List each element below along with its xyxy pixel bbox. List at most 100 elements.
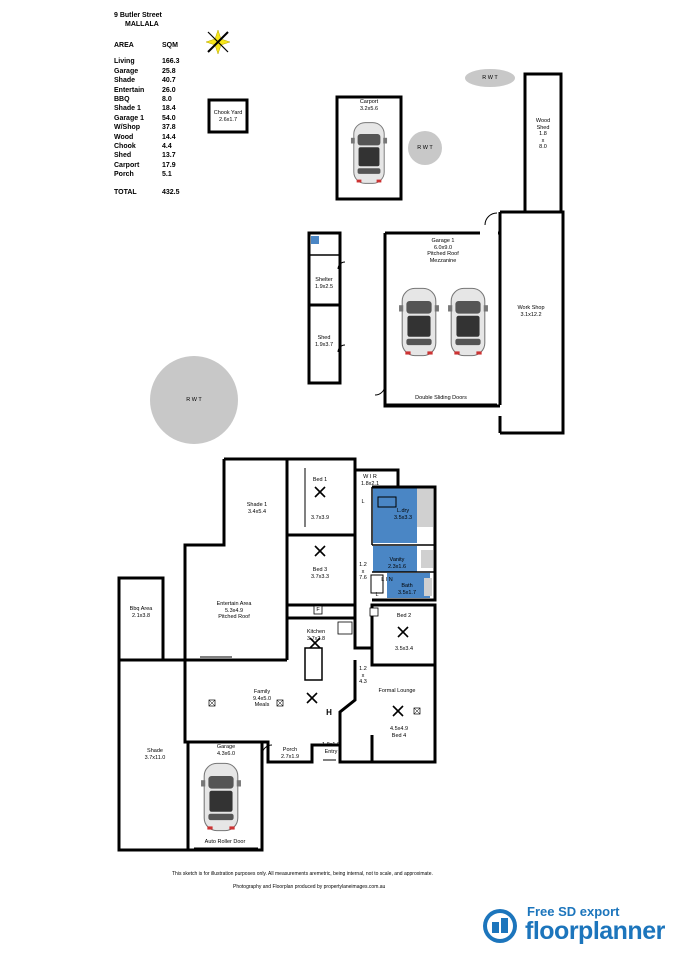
room-label-line: Garage	[216, 744, 236, 750]
area-name: Shade	[114, 77, 136, 85]
area-table-row: Garage 1 54.0	[114, 114, 202, 123]
room-label-line: 1.9x2.5	[314, 283, 334, 290]
area-sqm: 8.0	[162, 96, 172, 104]
room-label-line: 1.8x2.1	[360, 480, 380, 487]
room-label: 3.7x3.9	[311, 515, 329, 522]
area-name: Shade 1	[114, 105, 141, 113]
room-label-line: Family	[253, 689, 271, 695]
vent-icons	[208, 699, 421, 715]
area-sqm: 4.4	[162, 143, 172, 151]
room-label-line: 3.7x3.9	[310, 515, 330, 521]
room-label: Bed 2	[397, 613, 411, 620]
area-sqm: 18.4	[162, 105, 176, 113]
area-name: Garage 1	[114, 114, 144, 122]
room-label-line: Entry	[324, 748, 338, 755]
room-label-line: Carport	[359, 99, 379, 105]
brand-name: floorplanner	[525, 917, 665, 945]
area-table-row: Shade 1 18.4	[114, 104, 202, 113]
room-label-line: 8.0	[539, 144, 547, 151]
room-label-line: x	[361, 672, 365, 679]
room-label-line: Mezzanine	[429, 257, 457, 264]
workshop-outline	[498, 210, 565, 435]
area-table-row: Chook 4.4	[114, 142, 202, 151]
area-sqm: 37.8	[162, 124, 176, 132]
room-label-line: 3.2x5.6	[359, 105, 379, 112]
room-label-line: Kitchen	[306, 629, 326, 635]
room-label-line: Porch	[282, 747, 298, 753]
fan-icon-bed2	[397, 626, 409, 638]
room-label-line: x	[541, 137, 545, 144]
room-label-line: Shed	[536, 124, 550, 131]
car-icon-garage	[200, 762, 242, 832]
area-name: Chook	[114, 143, 136, 151]
fan-icon-bed1	[314, 486, 326, 498]
area-sqm: 17.9	[162, 161, 176, 169]
carport-outline	[335, 95, 403, 201]
fridge-label: F	[316, 607, 320, 613]
hot-water-label: H	[326, 708, 332, 717]
room-label-line: 3.4x5.4	[247, 508, 267, 515]
garage1-outline	[383, 231, 500, 408]
room-label-line: Pitched Roof	[218, 614, 250, 621]
car-icon-garage1-a	[398, 287, 440, 357]
room-label-line: Bed 2	[396, 613, 412, 619]
room-label-line: 2.7x1.9	[280, 753, 300, 760]
area-table-row: Living 166.3	[114, 57, 202, 66]
credit-text: Photography and Floorplan produced by pr…	[233, 884, 386, 890]
rwt-tank-top	[465, 69, 515, 87]
area-total-row: TOTAL 432.5	[114, 188, 202, 197]
col-sqm: SQM	[162, 42, 178, 49]
bath-fill	[387, 573, 430, 598]
area-sqm: 5.1	[162, 171, 172, 179]
vanity-fill	[373, 546, 417, 572]
room-label-line: L.dry	[396, 508, 410, 514]
area-name: Living	[114, 58, 135, 66]
room-label-line: 7.6	[359, 575, 367, 582]
room-label-line: 2.1x3.8	[131, 612, 151, 619]
room-label-line: 6.0x9.0	[433, 244, 453, 251]
rwt-label-large: R W T	[186, 397, 202, 403]
room-label: Formal Lounge	[379, 688, 416, 695]
room-label-line: Shade 1	[246, 502, 268, 508]
area-sqm: 13.7	[162, 152, 176, 160]
room-label: Bed 1	[313, 477, 327, 484]
area-name: BBQ	[114, 96, 130, 104]
room-label-line: 9.4x5.0	[252, 695, 272, 702]
area-sqm: 25.8	[162, 67, 176, 75]
total-label: TOTAL	[114, 188, 137, 196]
room-label-line: 4.5x4.9	[389, 726, 409, 732]
room-label-line: 2.3x1.6	[387, 563, 407, 570]
area-sqm: 166.3	[162, 58, 180, 66]
area-sqm: 54.0	[162, 114, 176, 122]
room-label-line: W I R	[363, 474, 377, 480]
room-label-line: 3.5x1.7	[397, 589, 417, 596]
export-text: Free SD export	[527, 904, 620, 919]
compass-icon	[205, 29, 231, 55]
room-label-line: Wood	[535, 118, 551, 124]
area-table-header: AREA SQM	[114, 41, 202, 50]
room-label-line: Bbq Area	[129, 606, 153, 612]
room-label-line: Shelter	[315, 277, 333, 283]
